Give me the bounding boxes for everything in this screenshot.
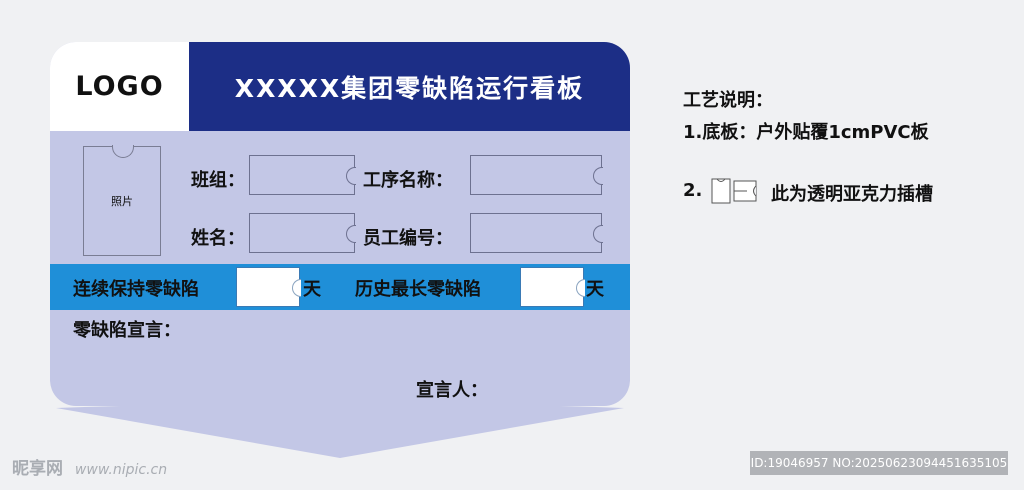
acrylic-slot-icon bbox=[711, 178, 757, 204]
notes-item-2-num: 2. bbox=[683, 180, 703, 201]
employee-no-label: 员工编号： bbox=[363, 228, 453, 249]
process-field[interactable] bbox=[470, 155, 603, 195]
notes-heading: 工艺说明： bbox=[683, 90, 773, 111]
process-label: 工序名称： bbox=[363, 170, 453, 191]
photo-label: 照片 bbox=[111, 195, 133, 208]
watermark-url: www.nipic.cn bbox=[74, 462, 168, 478]
name-field[interactable] bbox=[249, 213, 356, 253]
declarer-label: 宣言人： bbox=[416, 380, 488, 401]
team-label: 班组： bbox=[191, 170, 245, 191]
watermark-brand: 昵享网 www.nipic.cn bbox=[12, 454, 167, 479]
history-label: 历史最长零缺陷 bbox=[355, 279, 481, 300]
board-arrow-base bbox=[56, 406, 624, 458]
watermark-brand-text: 昵享网 bbox=[12, 459, 63, 479]
notes-item-1: 1.底板：户外贴覆1cmPVC板 bbox=[683, 122, 929, 143]
logo: LOGO bbox=[50, 42, 189, 131]
history-day-unit: 天 bbox=[586, 279, 604, 300]
photo-slot: 照片 bbox=[83, 145, 161, 256]
continuous-days-field[interactable] bbox=[236, 267, 301, 307]
continuous-day-unit: 天 bbox=[303, 279, 321, 300]
notes-item-2-text: 此为透明亚克力插槽 bbox=[771, 184, 933, 205]
photo-notch bbox=[112, 145, 134, 158]
declaration-label: 零缺陷宣言： bbox=[73, 320, 181, 341]
employee-no-field[interactable] bbox=[470, 213, 603, 253]
history-days-field[interactable] bbox=[520, 267, 585, 307]
name-label: 姓名： bbox=[191, 228, 245, 249]
board-title: XXXXX集团零缺陷运行看板 bbox=[189, 42, 630, 131]
continuous-label: 连续保持零缺陷 bbox=[73, 279, 199, 300]
team-field[interactable] bbox=[249, 155, 356, 195]
watermark-id: ID:19046957 NO:20250623094451635105 bbox=[750, 451, 1008, 475]
zero-defect-board: LOGO XXXXX集团零缺陷运行看板 照片 班组： 工序名称： 姓名： 员工编… bbox=[50, 42, 630, 406]
